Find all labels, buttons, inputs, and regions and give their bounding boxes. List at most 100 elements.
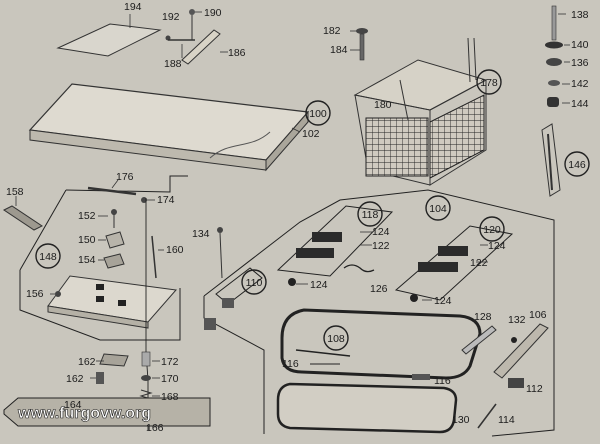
label-152: 152 xyxy=(78,210,96,222)
frame-148 xyxy=(19,175,188,341)
screw-152 xyxy=(98,209,117,228)
label-160: 160 xyxy=(166,244,184,256)
window-frame-108 xyxy=(280,308,482,380)
washer-140 xyxy=(545,41,570,49)
label-136: 136 xyxy=(571,57,589,69)
hinge-162-lower xyxy=(90,372,104,384)
label-172: 172 xyxy=(161,356,179,368)
callout-100: 100 xyxy=(305,100,331,126)
fastener-188 xyxy=(165,35,195,58)
label-174: 174 xyxy=(157,194,175,206)
cushion-panel-100 xyxy=(28,83,310,172)
callout-118-label: 118 xyxy=(362,209,379,221)
label-190: 190 xyxy=(204,7,222,19)
label-170: 170 xyxy=(161,373,179,385)
seal-116 xyxy=(310,363,430,380)
screw-190 xyxy=(189,9,202,40)
net-bag-178 xyxy=(353,37,488,186)
panel-194 xyxy=(56,14,162,57)
nut-136 xyxy=(546,58,570,66)
label-124-c: 124 xyxy=(488,240,506,252)
label-140: 140 xyxy=(571,39,589,51)
label-184: 184 xyxy=(330,44,348,56)
label-122-b: 122 xyxy=(470,257,488,269)
label-186: 186 xyxy=(228,47,246,59)
tube-158 xyxy=(3,196,43,231)
label-156: 156 xyxy=(26,288,44,300)
label-180: 180 xyxy=(374,99,392,111)
bolt-184 xyxy=(350,28,368,61)
label-106: 106 xyxy=(529,309,547,321)
callout-146: 146 xyxy=(564,151,590,177)
strip-114 xyxy=(477,403,497,429)
label-114: 114 xyxy=(498,414,515,426)
label-124-b: 124 xyxy=(310,279,328,291)
plate-150 xyxy=(98,231,125,249)
watermark-bar xyxy=(3,397,211,427)
callout-146-label: 146 xyxy=(568,159,586,171)
label-158: 158 xyxy=(6,186,24,198)
frame-120 xyxy=(394,225,514,302)
label-166: 166 xyxy=(146,422,164,434)
callout-120-label: 120 xyxy=(483,224,501,236)
wire-126 xyxy=(343,264,375,273)
label-176: 176 xyxy=(116,171,134,183)
callout-148: 148 xyxy=(35,243,61,269)
frame-104 xyxy=(203,189,555,437)
label-134: 134 xyxy=(192,228,210,240)
callout-120: 120 xyxy=(479,216,505,242)
rod-176 xyxy=(87,179,137,196)
latch-110 xyxy=(204,267,263,330)
part-132 xyxy=(511,337,517,343)
rod-160 xyxy=(151,235,164,279)
label-122-a: 122 xyxy=(372,240,390,252)
label-142: 142 xyxy=(571,78,589,90)
glass-130 xyxy=(276,382,458,434)
label-126: 126 xyxy=(370,283,388,295)
label-162-b: 162 xyxy=(66,373,84,385)
bracket-186 xyxy=(181,29,228,65)
label-144: 144 xyxy=(571,98,589,110)
hinge-162-upper xyxy=(96,353,129,367)
label-164: 164 xyxy=(64,399,82,411)
label-124-d: 124 xyxy=(434,295,452,307)
watermark: www.furgovw.org xyxy=(17,405,151,422)
label-102: 102 xyxy=(302,128,320,140)
screw-134 xyxy=(217,227,223,279)
callout-148-label: 148 xyxy=(39,251,57,263)
callout-108: 108 xyxy=(323,325,349,351)
label-192: 192 xyxy=(162,11,180,23)
washer-142 xyxy=(548,80,570,86)
label-112: 112 xyxy=(526,383,543,395)
label-154: 154 xyxy=(78,254,96,266)
label-168: 168 xyxy=(161,391,179,403)
callout-108-label: 108 xyxy=(327,333,345,345)
label-128: 128 xyxy=(474,311,492,323)
label-116-a: 116 xyxy=(282,358,299,370)
label-132: 132 xyxy=(508,314,526,326)
label-188: 188 xyxy=(164,58,182,70)
callout-104-label: 104 xyxy=(429,203,447,215)
label-162-a: 162 xyxy=(78,356,96,368)
callout-100-label: 100 xyxy=(309,108,327,120)
label-130: 130 xyxy=(452,414,470,426)
frame-118 xyxy=(276,205,394,286)
rail-128 xyxy=(461,325,497,355)
label-124-a: 124 xyxy=(372,226,390,238)
label-182: 182 xyxy=(323,25,341,37)
callout-104: 104 xyxy=(425,195,451,221)
label-138: 138 xyxy=(571,9,589,21)
pin-assembly-146 xyxy=(541,123,561,197)
pin-156 xyxy=(50,291,61,297)
label-116-b: 116 xyxy=(434,375,451,387)
callout-110: 110 xyxy=(241,269,267,295)
stud-138 xyxy=(551,5,566,41)
label-150: 150 xyxy=(78,234,96,246)
callout-118: 118 xyxy=(357,201,383,227)
cap-144 xyxy=(547,97,570,107)
fastener-174 xyxy=(141,197,155,203)
callout-178-label: 178 xyxy=(480,77,498,89)
clip-154 xyxy=(98,253,125,269)
callout-110-label: 110 xyxy=(246,277,263,289)
